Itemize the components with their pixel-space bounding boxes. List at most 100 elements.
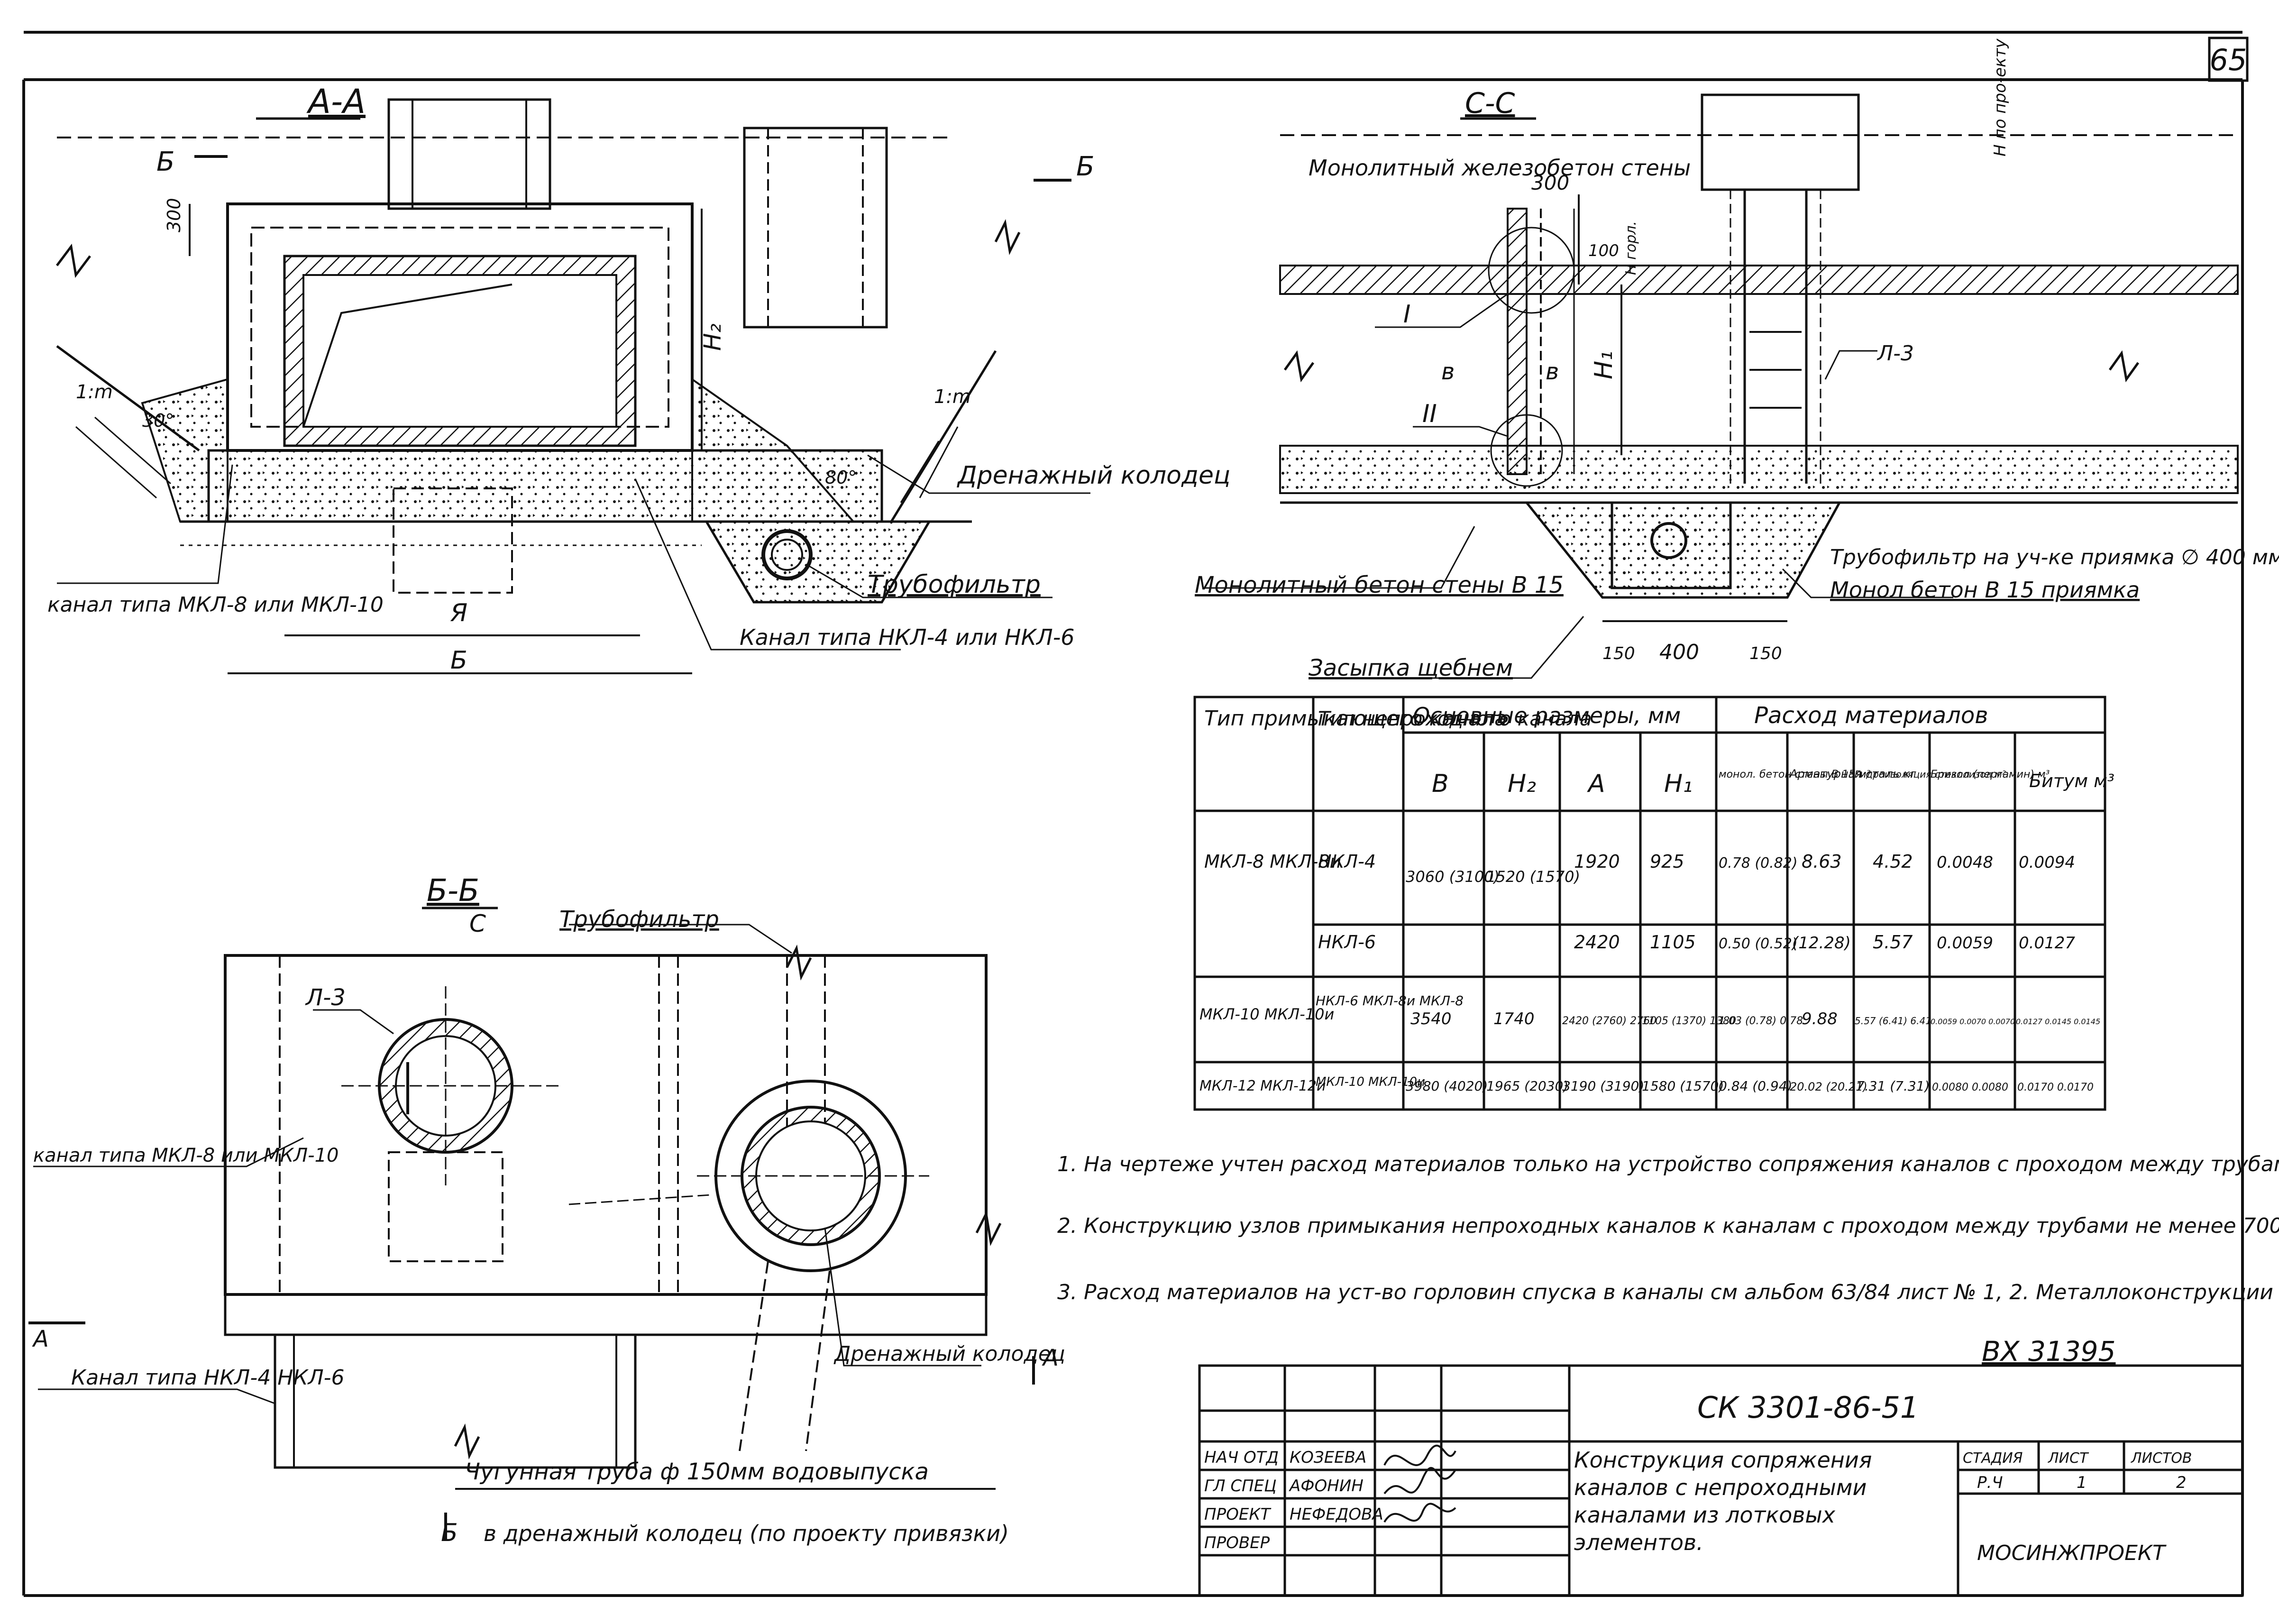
cell-hydro: 5.57 (6.41) 6.41 [1855, 1015, 1931, 1027]
name-project: НЕФЕДОВА [1290, 1505, 1383, 1524]
cut-mark-c: С [469, 910, 486, 937]
bb-channel-nkl: Канал типа НКЛ-4 НКЛ-6 [71, 1366, 345, 1390]
table-col-hydro: Гидроизоляция стеклоизол м² [1855, 769, 2006, 780]
aa-channel-nkl: Канал типа НКЛ-4 или НКЛ-6 [740, 624, 1075, 650]
name-chief-spec: АФОНИН [1289, 1477, 1364, 1496]
cc-mark-i: I [1403, 300, 1410, 329]
cell-a: 1920 [1574, 851, 1620, 872]
cell-mastic: 0.0059 0.0070 0.0070 [1931, 1017, 2015, 1026]
bb-channel-mkl: канал типа МКЛ-8 или МКЛ-10 [33, 1145, 339, 1166]
aa-dim-a: Я [450, 599, 467, 627]
title-stage-header: СТАДИЯ [1963, 1450, 2023, 1467]
cell-h2: 1740 [1493, 1009, 1535, 1028]
table-head-impass: Тип непроходного канала [1318, 707, 1592, 730]
aa-angle-30: 30° [142, 410, 174, 431]
cut-mark-b-right: Б [1076, 151, 1094, 182]
cell-mastic: 0.0059 [1937, 934, 1993, 953]
cc-mark-v2: в [1546, 358, 1559, 385]
table-col-concrete: монол. бетон стены В 15 м³ [1719, 769, 1871, 780]
cell-imp: НКЛ-6 МКЛ-8и МКЛ-8 [1316, 993, 1464, 1009]
aa-dim-300: 300 [164, 198, 184, 232]
cell-concrete: 0.84 (0.94) [1719, 1078, 1792, 1094]
title-sheet: 1 [2077, 1473, 2087, 1492]
cut-mark-b-left: Б [156, 147, 174, 177]
cell-steel: 8.63 [1802, 851, 1842, 872]
stamp-number: ВХ 31395 [1982, 1335, 2115, 1367]
role-project: ПРОЕКТ [1204, 1505, 1271, 1524]
title-org: МОСИНЖПРОЕКТ [1977, 1541, 2167, 1565]
table-head-adj: Тип примыкающего канала [1204, 706, 1507, 731]
cell-a: 3190 (3190) [1562, 1078, 1644, 1094]
cell-concrete: 0.50 (0.52) [1719, 936, 1798, 952]
table-row: НКЛ-6 2420 1105 0.50 (0.52) (12.28) 5.57… [1318, 932, 2075, 953]
cell-bitumen: 0.0127 [2019, 934, 2075, 953]
section-bb [28, 907, 1035, 1541]
cell-a: 2420 (2760) 2760 [1562, 1015, 1657, 1027]
section-aa [56, 98, 1090, 674]
cell-imp: НКЛ-6 [1318, 932, 1376, 953]
bb-l3: Л-3 [305, 984, 346, 1011]
cell-bitumen: 0.0094 [2019, 853, 2075, 872]
cell-h2: 1965 (2030) [1486, 1078, 1568, 1094]
title-doc-code: СК 3301-86-51 [1697, 1390, 1919, 1425]
cell-concrete: 1.03 (0.78) 0.78 [1719, 1015, 1803, 1027]
note-3: 3. Расход материалов на уст-во горловин … [1057, 1280, 2279, 1304]
cc-monolith-concrete-pit: Монол бетон В 15 приямка [1830, 577, 2140, 603]
aa-angle-80: 80° [825, 467, 857, 488]
title-description-box: Конструкция сопряжения каналов с непрохо… [1574, 1447, 1872, 1555]
cell-h2: 1520 (1570) [1486, 868, 1580, 886]
section-cc [1204, 93, 2239, 679]
aa-h2: H₂ [699, 323, 726, 351]
cell-steel: 9.88 [1802, 1009, 1838, 1028]
aa-slope-right: 1:m [934, 386, 971, 408]
cell-h1: 1580 (1570) [1642, 1078, 1724, 1094]
section-aa-title: А-А [306, 82, 366, 121]
aa-dim-b: Б [450, 646, 467, 675]
bb-drain-well: Дренажный колодец [833, 1342, 1065, 1366]
notes: 1. На чертеже учтен расход материалов то… [1057, 1152, 2279, 1304]
table-row: МКЛ-10 МКЛ-10и НКЛ-6 МКЛ-8и МКЛ-8 3540 1… [1199, 993, 2100, 1028]
cc-h-proj: H по про-екту [1991, 38, 2010, 156]
cell-adj: МКЛ-10 МКЛ-10и [1199, 1005, 1334, 1023]
cell-adj: МКЛ-12 МКЛ-12и [1199, 1078, 1326, 1094]
sheet-frame [22, 31, 2249, 1597]
cc-mark-ii: II [1422, 400, 1437, 428]
page-number: 65 [2210, 43, 2247, 77]
cc-monolith-concrete-wall: Монолитный бетон стены В 15 [1195, 572, 1564, 598]
cut-mark-b-bottom: Б [441, 1519, 458, 1547]
section-cc-title: С-С [1465, 87, 1515, 120]
table-row: МКЛ-12 МКЛ-12и МКЛ-10 МКЛ-10и 3980 (4020… [1199, 1075, 2094, 1094]
cut-mark-a-left: А [32, 1326, 49, 1352]
cell-imp: МКЛ-10 МКЛ-10и [1316, 1075, 1425, 1089]
cc-dim-100: 100 [1588, 241, 1619, 260]
table-col-b: В [1432, 770, 1449, 798]
cc-mark-v1: в [1441, 358, 1455, 385]
title-block-grid [1198, 1364, 2244, 1597]
cell-bitumen: 0.0127 0.0145 0.0145 [2016, 1017, 2100, 1026]
cc-monolith-wall: Монолитный железобетон стены [1309, 155, 1691, 181]
table-col-steel: Арматурная сталь кг [1789, 767, 1916, 780]
cut-mark-a-right: А [1042, 1345, 1059, 1371]
section-bb-title: Б-Б [427, 873, 479, 908]
cc-h1: H₁ [1590, 351, 1618, 379]
role-head-dept: НАЧ ОТД [1204, 1448, 1279, 1467]
note-1: 1. На чертеже учтен расход материалов то… [1057, 1152, 2279, 1176]
cell-hydro: 5.57 [1873, 932, 1913, 953]
aa-slope-left: 1:m [76, 381, 113, 403]
cell-h1: 1105 [1650, 932, 1696, 953]
title-sheets-header: ЛИСТОВ [2131, 1450, 2192, 1467]
bb-cast-pipe: Чугунная труба ф 150мм водовыпуска [465, 1459, 929, 1485]
cell-concrete: 0.78 (0.82) [1719, 855, 1798, 872]
cell-imp: НКЛ-4 [1318, 851, 1376, 872]
note-2: 2. Конструкцию узлов примыкания непроход… [1057, 1214, 2279, 1238]
cell-adj: МКЛ-8 МКЛ-8и [1204, 851, 1341, 872]
bb-pipe-filter: Трубофильтр [559, 906, 719, 933]
bb-cast-pipe-2: в дренажный колодец (по проекту привязки… [484, 1521, 1009, 1546]
cell-h1: 1105 (1370) 1380 [1642, 1015, 1736, 1027]
aa-channel-mkl: канал типа МКЛ-8 или МКЛ-10 [47, 593, 384, 617]
cc-pipe-note: Трубофильтр на уч-ке приямка ∅ 400 мм. [1830, 545, 2279, 569]
table-col-h1: H₁ [1664, 770, 1693, 798]
cc-dim-300: 300 [1531, 171, 1569, 194]
name-head-dept: КОЗЕЕВА [1290, 1448, 1366, 1467]
